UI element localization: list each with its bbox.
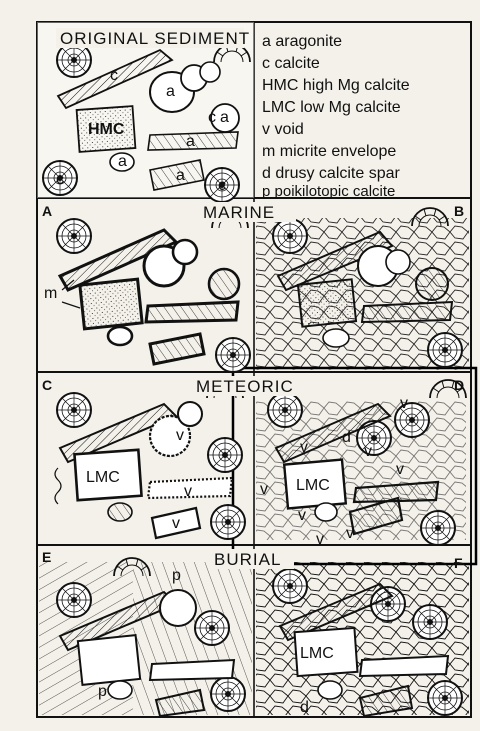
section-title-original: ORIGINAL SEDIMENT [60, 29, 250, 48]
grain-label-lmc: LMC [300, 645, 334, 662]
grain-label-a: a [166, 83, 175, 100]
grain-label-v: v [396, 461, 404, 478]
grain-label-c: c [208, 109, 216, 126]
grain-label-lmc: LMC [296, 477, 330, 494]
grain-label-m: m [44, 285, 57, 302]
grain-label-c: c [110, 67, 118, 84]
panel-letter-f: F [454, 555, 463, 571]
grain-label-a: a [186, 133, 195, 150]
legend-item: d drusy calcite spar [262, 165, 401, 182]
grain-label-p: p [172, 567, 181, 584]
grain-label-v: v [176, 427, 184, 444]
legend-item: a aragonite [262, 33, 342, 50]
panel-c [55, 380, 245, 539]
grain-label-v: v [184, 483, 192, 500]
grain-label-a: a [118, 153, 127, 170]
panel-b [256, 208, 469, 370]
grain-label-v: v [298, 507, 306, 524]
legend-item: HMC high Mg calcite [262, 77, 410, 94]
legend-item: p poikilotopic calcite [262, 183, 395, 200]
section-title-burial: BURIAL [214, 550, 281, 569]
legend-item: v void [262, 121, 304, 138]
panel-e [39, 558, 252, 716]
section-title-marine: MARINE [203, 203, 275, 222]
grain-label-v: v [172, 515, 180, 532]
grain-label-p: p [98, 683, 107, 700]
grain-label-v: v [346, 525, 354, 542]
grain-label-v: v [364, 443, 372, 460]
grain-label-lmc: LMC [86, 469, 120, 486]
grain-label-a: a [176, 167, 185, 184]
panel-f [256, 562, 469, 716]
grain-label-hmc: HMC [88, 121, 125, 138]
panel-letter-c: C [42, 377, 52, 393]
panel-letter-e: E [42, 549, 51, 565]
panel-letter-a: A [42, 203, 52, 219]
grain-label-v: v [300, 439, 308, 456]
legend-item: LMC low Mg calcite [262, 99, 401, 116]
legend-item: m micrite envelope [262, 143, 396, 160]
panel-d [256, 380, 466, 545]
grain-label-c: c [218, 177, 226, 194]
panel-a [57, 210, 250, 372]
grain-label-a: a [220, 109, 229, 126]
legend-item: c calcite [262, 55, 320, 72]
panel-letter-b: B [454, 203, 464, 219]
grain-label-d: d [342, 429, 351, 446]
section-title-meteoric: METEORIC [196, 377, 294, 396]
grain-label-v: v [316, 531, 324, 548]
grain-label-c: c [56, 171, 64, 188]
panel-letter-d: D [454, 377, 464, 393]
grain-label-v: v [260, 481, 268, 498]
grain-label-d: d [300, 699, 309, 716]
legend-panel: a aragonite c calcite HMC high Mg calcit… [262, 33, 410, 200]
grain-label-v: v [400, 395, 408, 412]
